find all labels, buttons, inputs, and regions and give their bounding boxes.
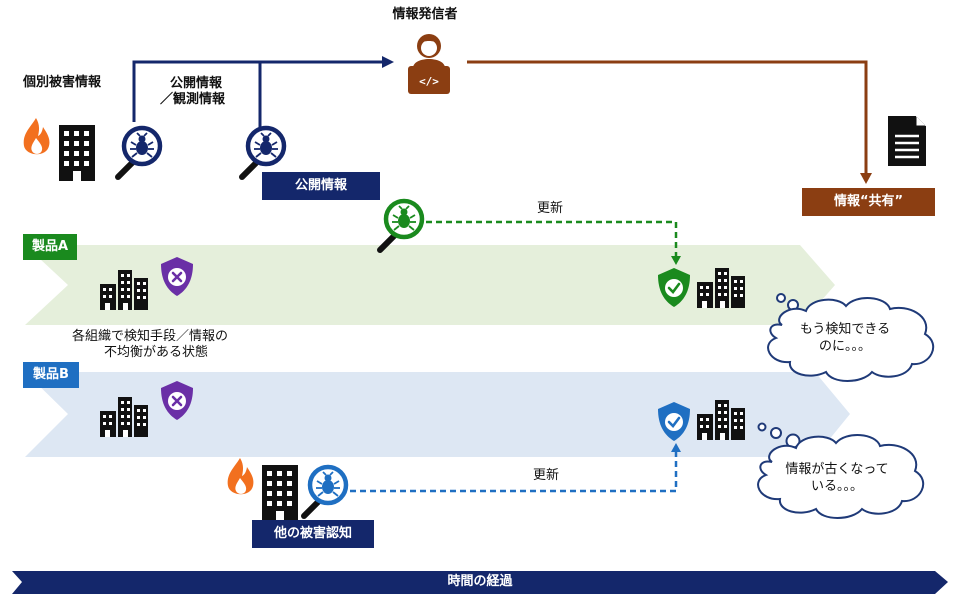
document-icon bbox=[888, 116, 926, 166]
shield-x-icon bbox=[161, 257, 193, 296]
timeline-label: 時間の経過 bbox=[447, 574, 513, 589]
person-laptop-icon: </> bbox=[408, 34, 450, 94]
thought-a-line-1: もう検知できる bbox=[799, 322, 891, 337]
public-info-box: 公開情報 bbox=[262, 172, 380, 200]
thought-a-line-2: のに。。。 bbox=[818, 339, 871, 354]
update-line-a bbox=[426, 220, 678, 258]
org-state-label-1: 各組織で検知手段／情報の bbox=[72, 329, 229, 344]
update-label-b: 更新 bbox=[532, 468, 559, 483]
update-label-a: 更新 bbox=[536, 201, 563, 216]
info-flow-lines bbox=[132, 60, 383, 128]
org-state-label-2: 不均衡がある状態 bbox=[104, 345, 209, 360]
building-icon bbox=[59, 125, 95, 181]
product-a-band bbox=[25, 245, 835, 325]
share-box: 情報“共有” bbox=[802, 188, 935, 216]
thought-b-line-2: いる。。。 bbox=[810, 479, 863, 494]
shield-check-icon bbox=[658, 268, 690, 307]
fire-icon bbox=[23, 118, 50, 155]
shield-x-icon bbox=[161, 381, 193, 420]
public-obs-label-1: 公開情報 bbox=[170, 76, 223, 91]
building-icon bbox=[262, 465, 298, 521]
product-b-label: 製品B bbox=[23, 362, 79, 388]
svg-text:</>: </> bbox=[419, 75, 439, 88]
thought-cloud-icon bbox=[757, 422, 925, 519]
share-line bbox=[467, 60, 868, 175]
fire-icon bbox=[227, 458, 254, 495]
update-line-b bbox=[350, 450, 678, 493]
thought-cloud-icon bbox=[767, 293, 935, 382]
bug-magnifier-icon bbox=[304, 467, 346, 516]
product-a-label: 製品A bbox=[23, 234, 77, 260]
other-damage-box: 他の被害認知 bbox=[252, 520, 374, 548]
bug-magnifier-icon bbox=[242, 128, 284, 177]
timeline-arrow bbox=[12, 571, 948, 594]
bug-magnifier-icon bbox=[118, 128, 160, 177]
individual-damage-label: 個別被害情報 bbox=[23, 75, 102, 90]
bug-magnifier-icon bbox=[380, 201, 422, 250]
publisher-label: 情報発信者 bbox=[392, 7, 458, 22]
shield-check-icon bbox=[658, 402, 690, 441]
thought-b-line-1: 情報が古くなって bbox=[785, 462, 889, 477]
product-b-band bbox=[25, 372, 850, 457]
public-obs-label-2: ／観測情報 bbox=[160, 92, 226, 107]
